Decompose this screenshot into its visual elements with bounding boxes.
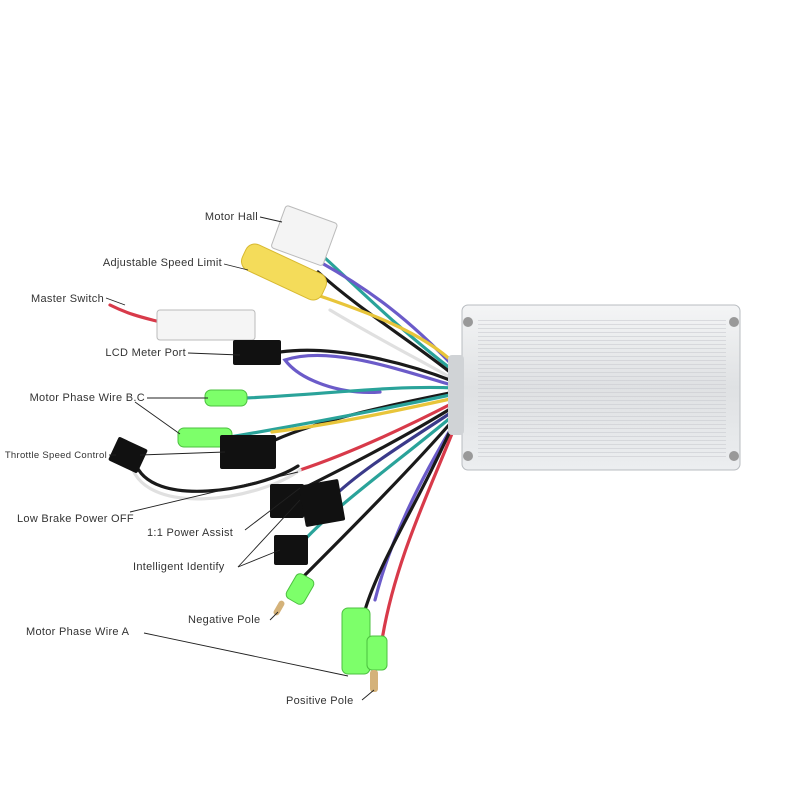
label-positive-pole: Positive Pole — [286, 695, 354, 707]
label-intelligent-identify: Intelligent Identify — [133, 561, 225, 573]
negative-pole-connector — [285, 573, 315, 605]
label-lcd-meter-port: LCD Meter Port — [105, 347, 186, 359]
label-adjustable-speed-limit: Adjustable Speed Limit — [103, 257, 222, 269]
lcd-meter-connector — [233, 340, 281, 365]
brake-connector — [220, 435, 276, 469]
motor-hall-connector — [271, 205, 338, 266]
master-switch-connector — [156, 309, 256, 341]
intelligent-identify-connector — [274, 535, 308, 565]
connectors — [108, 205, 388, 692]
phase-connector-b — [204, 389, 248, 407]
label-motor-phase-wire-a: Motor Phase Wire A — [26, 626, 130, 638]
positive-pole-connector — [366, 635, 388, 671]
label-motor-phase-wire-bc: Motor Phase Wire B.C — [30, 392, 145, 404]
throttle-connector — [108, 437, 148, 473]
label-master-switch: Master Switch — [31, 293, 104, 305]
phase-connector-a — [341, 607, 371, 675]
power-assist-connector-1 — [270, 484, 304, 518]
power-assist-connector-2 — [298, 479, 346, 527]
controller-housing — [448, 304, 741, 471]
label-throttle-speed-control: Throttle Speed Control — [5, 450, 107, 461]
leader-lines — [105, 216, 375, 701]
label-low-brake-power-off: Low Brake Power OFF — [17, 513, 134, 525]
label-motor-hall: Motor Hall — [205, 211, 258, 223]
label-negative-pole: Negative Pole — [188, 614, 260, 626]
label-power-assist: 1:1 Power Assist — [147, 527, 233, 539]
speed-limit-tube — [240, 243, 328, 301]
wire-bundle — [108, 256, 457, 642]
labels: Motor Hall Adjustable Speed Limit Master… — [5, 211, 354, 707]
